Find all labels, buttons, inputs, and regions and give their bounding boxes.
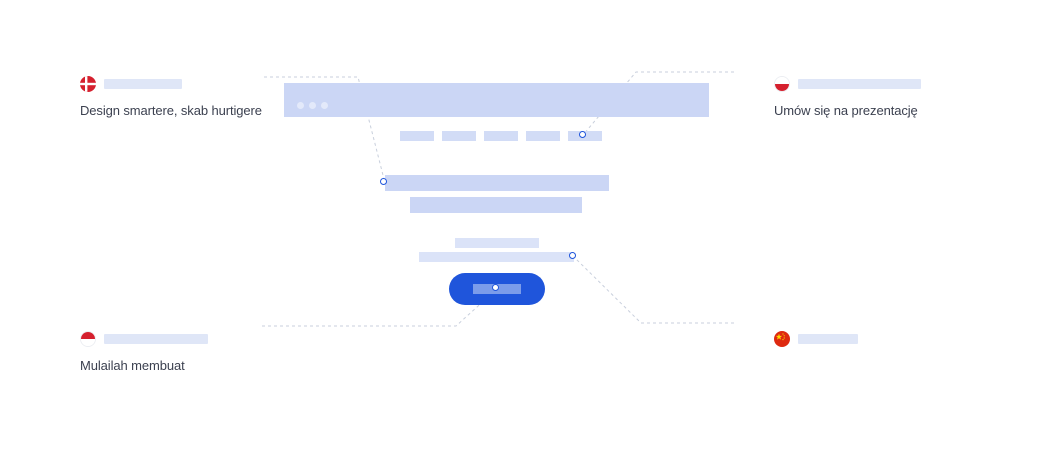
text-placeholder — [104, 79, 182, 89]
window-dot-icon — [297, 102, 304, 109]
anchor-marker — [492, 284, 499, 291]
wireframe-nav-item — [526, 131, 560, 141]
text-placeholder — [798, 79, 921, 89]
poland-flag-icon — [774, 76, 790, 92]
indonesia-flag-icon — [80, 331, 96, 347]
wireframe-nav-item — [442, 131, 476, 141]
wireframe-headline-line — [410, 197, 582, 213]
connector-da — [264, 76, 386, 184]
window-dot-icon — [321, 102, 328, 109]
callout-text: Mulailah membuat — [80, 358, 185, 373]
wireframe-subtext-line — [419, 252, 574, 262]
anchor-marker — [579, 131, 586, 138]
text-placeholder — [798, 334, 858, 344]
wireframe-nav-item — [400, 131, 434, 141]
wireframe-headline-line — [385, 175, 609, 191]
anchor-marker — [380, 178, 387, 185]
china-flag-icon — [774, 331, 790, 347]
wireframe-subtext-line — [455, 238, 539, 248]
callout-text: Umów się na prezentację — [774, 103, 918, 118]
callout-text: Design smartere, skab hurtigere — [80, 103, 262, 118]
denmark-flag-icon — [80, 76, 96, 92]
anchor-marker — [569, 252, 576, 259]
window-dot-icon — [309, 102, 316, 109]
text-placeholder — [104, 334, 208, 344]
connector-zh — [573, 256, 734, 324]
wireframe-nav-item — [484, 131, 518, 141]
wireframe-header — [284, 83, 709, 117]
